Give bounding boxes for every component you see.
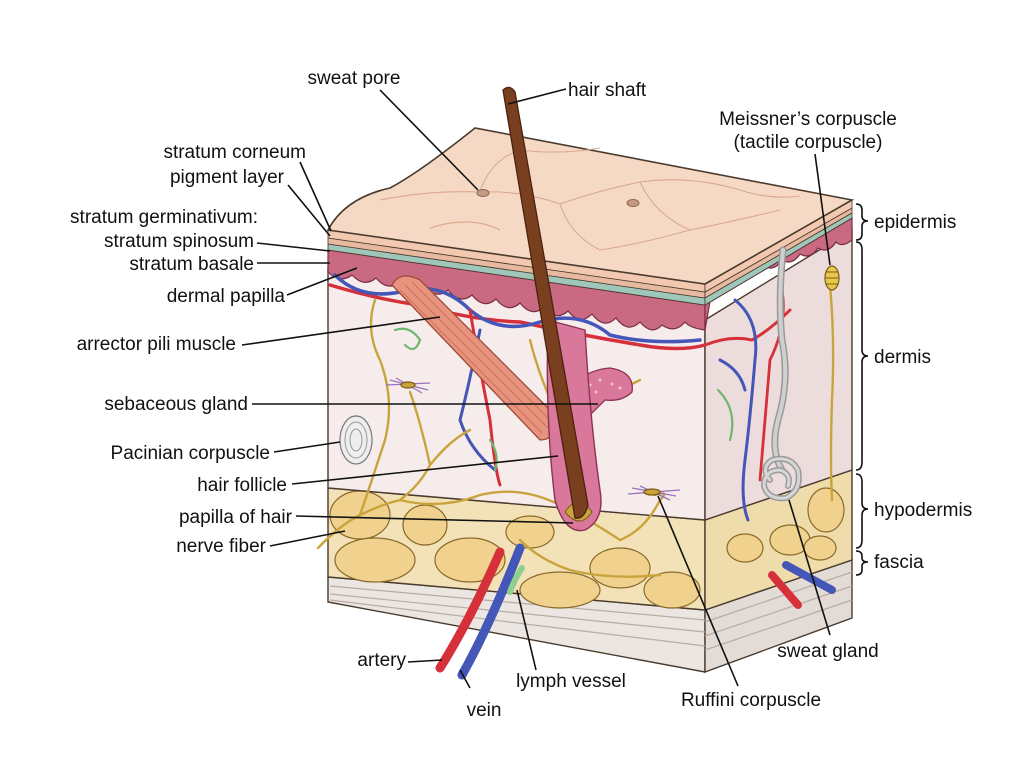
- labels: sweat pore hair shaft stratum corneum pi…: [70, 68, 972, 721]
- label-sweat-pore: sweat pore: [308, 68, 401, 89]
- dermis-side: [704, 228, 853, 521]
- label-meissner-line1: Meissner’s corpuscle: [719, 109, 897, 130]
- label-stratum-corneum: stratum corneum: [163, 142, 306, 163]
- label-meissner-line2: (tactile corpuscle): [734, 132, 883, 153]
- large-vessels: [435, 543, 836, 680]
- label-stratum-basale: stratum basale: [129, 254, 254, 275]
- label-pigment-layer: pigment layer: [170, 167, 285, 188]
- label-epidermis: epidermis: [874, 212, 956, 233]
- label-hair-shaft: hair shaft: [568, 80, 647, 101]
- sweat-pore-2: [626, 199, 640, 207]
- lymph-vessels-dermis: [393, 327, 734, 472]
- label-dermal-papilla: dermal papilla: [167, 286, 286, 307]
- label-fascia: fascia: [874, 552, 924, 573]
- label-nerve-fiber: nerve fiber: [176, 536, 266, 557]
- meissners-corpuscle: [824, 265, 840, 291]
- label-sweat-gland: sweat gland: [777, 641, 878, 662]
- dermal-papilla-band: [327, 249, 706, 331]
- label-stratum-germinativum: stratum germinativum:: [70, 207, 258, 228]
- label-stratum-spinosum: stratum spinosum: [104, 231, 254, 252]
- leader-lines: [241, 88, 869, 689]
- label-arrector-pili-muscle: arrector pili muscle: [77, 334, 236, 355]
- epidermis-top-surface: [326, 127, 855, 285]
- label-papilla-of-hair: papilla of hair: [179, 507, 293, 528]
- sweat-pore-1: [476, 189, 490, 197]
- hair-shaft: [502, 86, 589, 519]
- label-pacinian-corpuscle: Pacinian corpuscle: [111, 443, 270, 464]
- label-artery: artery: [357, 650, 406, 671]
- surface-creases: [379, 147, 801, 251]
- ruffini-corpuscle: [627, 485, 681, 501]
- pacinian-corpuscle: [339, 415, 373, 465]
- label-vein: vein: [467, 700, 502, 721]
- sweat-gland: [760, 246, 802, 502]
- label-lymph-vessel: lymph vessel: [516, 671, 626, 692]
- fat-lobules: [329, 487, 845, 609]
- label-dermis: dermis: [874, 347, 931, 368]
- label-sebaceous-gland: sebaceous gland: [104, 394, 248, 415]
- label-hypodermis: hypodermis: [874, 500, 972, 521]
- label-ruffini-corpuscle: Ruffini corpuscle: [681, 690, 821, 711]
- label-hair-follicle: hair follicle: [197, 475, 287, 496]
